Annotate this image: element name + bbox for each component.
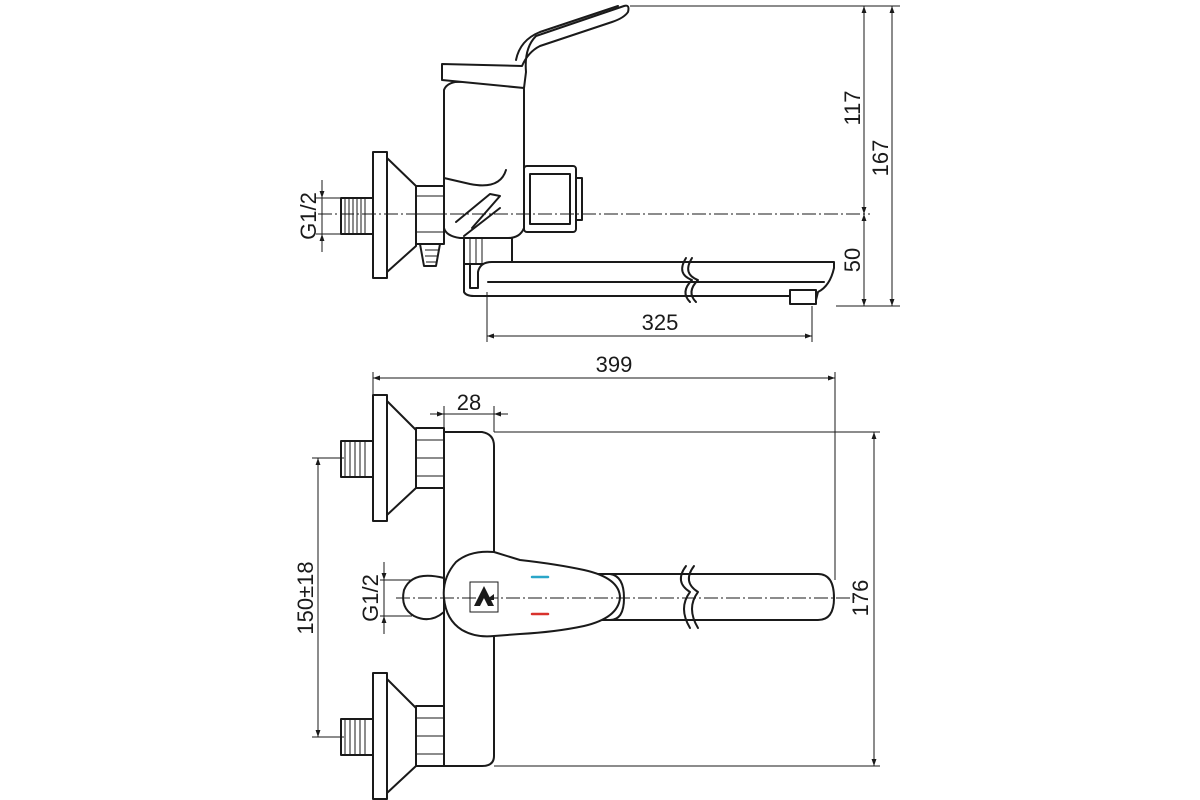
cartridge-cap-side (523, 165, 583, 233)
height-dimension-front: 176 (494, 431, 880, 767)
lever-handle-front (442, 550, 621, 638)
wall-flange-side (372, 151, 417, 279)
spout-side (463, 237, 835, 305)
overall-length-label: 399 (596, 352, 633, 377)
inlet-thread-side (340, 197, 374, 235)
front-view: 399 28 (293, 352, 880, 800)
thread-dimension-side: G1/2 (296, 180, 344, 252)
thread-dimension-front: G1/2 (358, 562, 412, 634)
body-offset-label: 28 (457, 390, 481, 415)
brand-logo (469, 581, 499, 613)
spout-length-label: 325 (642, 310, 679, 335)
spout-height-label: 50 (840, 248, 865, 272)
overall-length-dimension: 399 (372, 352, 836, 580)
body-offset-dimension: 28 (430, 390, 508, 432)
height-117-label: 117 (840, 90, 865, 125)
height-176-label: 176 (848, 580, 873, 617)
diverter-knob (402, 574, 445, 621)
lever-handle-side (441, 4, 630, 89)
eccentric-nut-side (415, 185, 445, 267)
wall-flange-bottom-front (340, 672, 445, 800)
mixer-body-side (443, 79, 525, 239)
height-167-label: 167 (868, 140, 893, 177)
height-dimensions-side: 117 167 50 (630, 5, 900, 307)
thread-label-front: G1/2 (358, 574, 383, 622)
spout-length-dimension: 325 (486, 292, 813, 342)
side-view: G1/2 117 167 50 325 (296, 4, 900, 342)
wall-flange-top-front (340, 394, 445, 522)
inlet-spacing-label: 150±18 (293, 561, 318, 634)
thread-label-side: G1/2 (296, 192, 321, 240)
inlet-spacing-dimension: 150±18 (293, 457, 344, 738)
